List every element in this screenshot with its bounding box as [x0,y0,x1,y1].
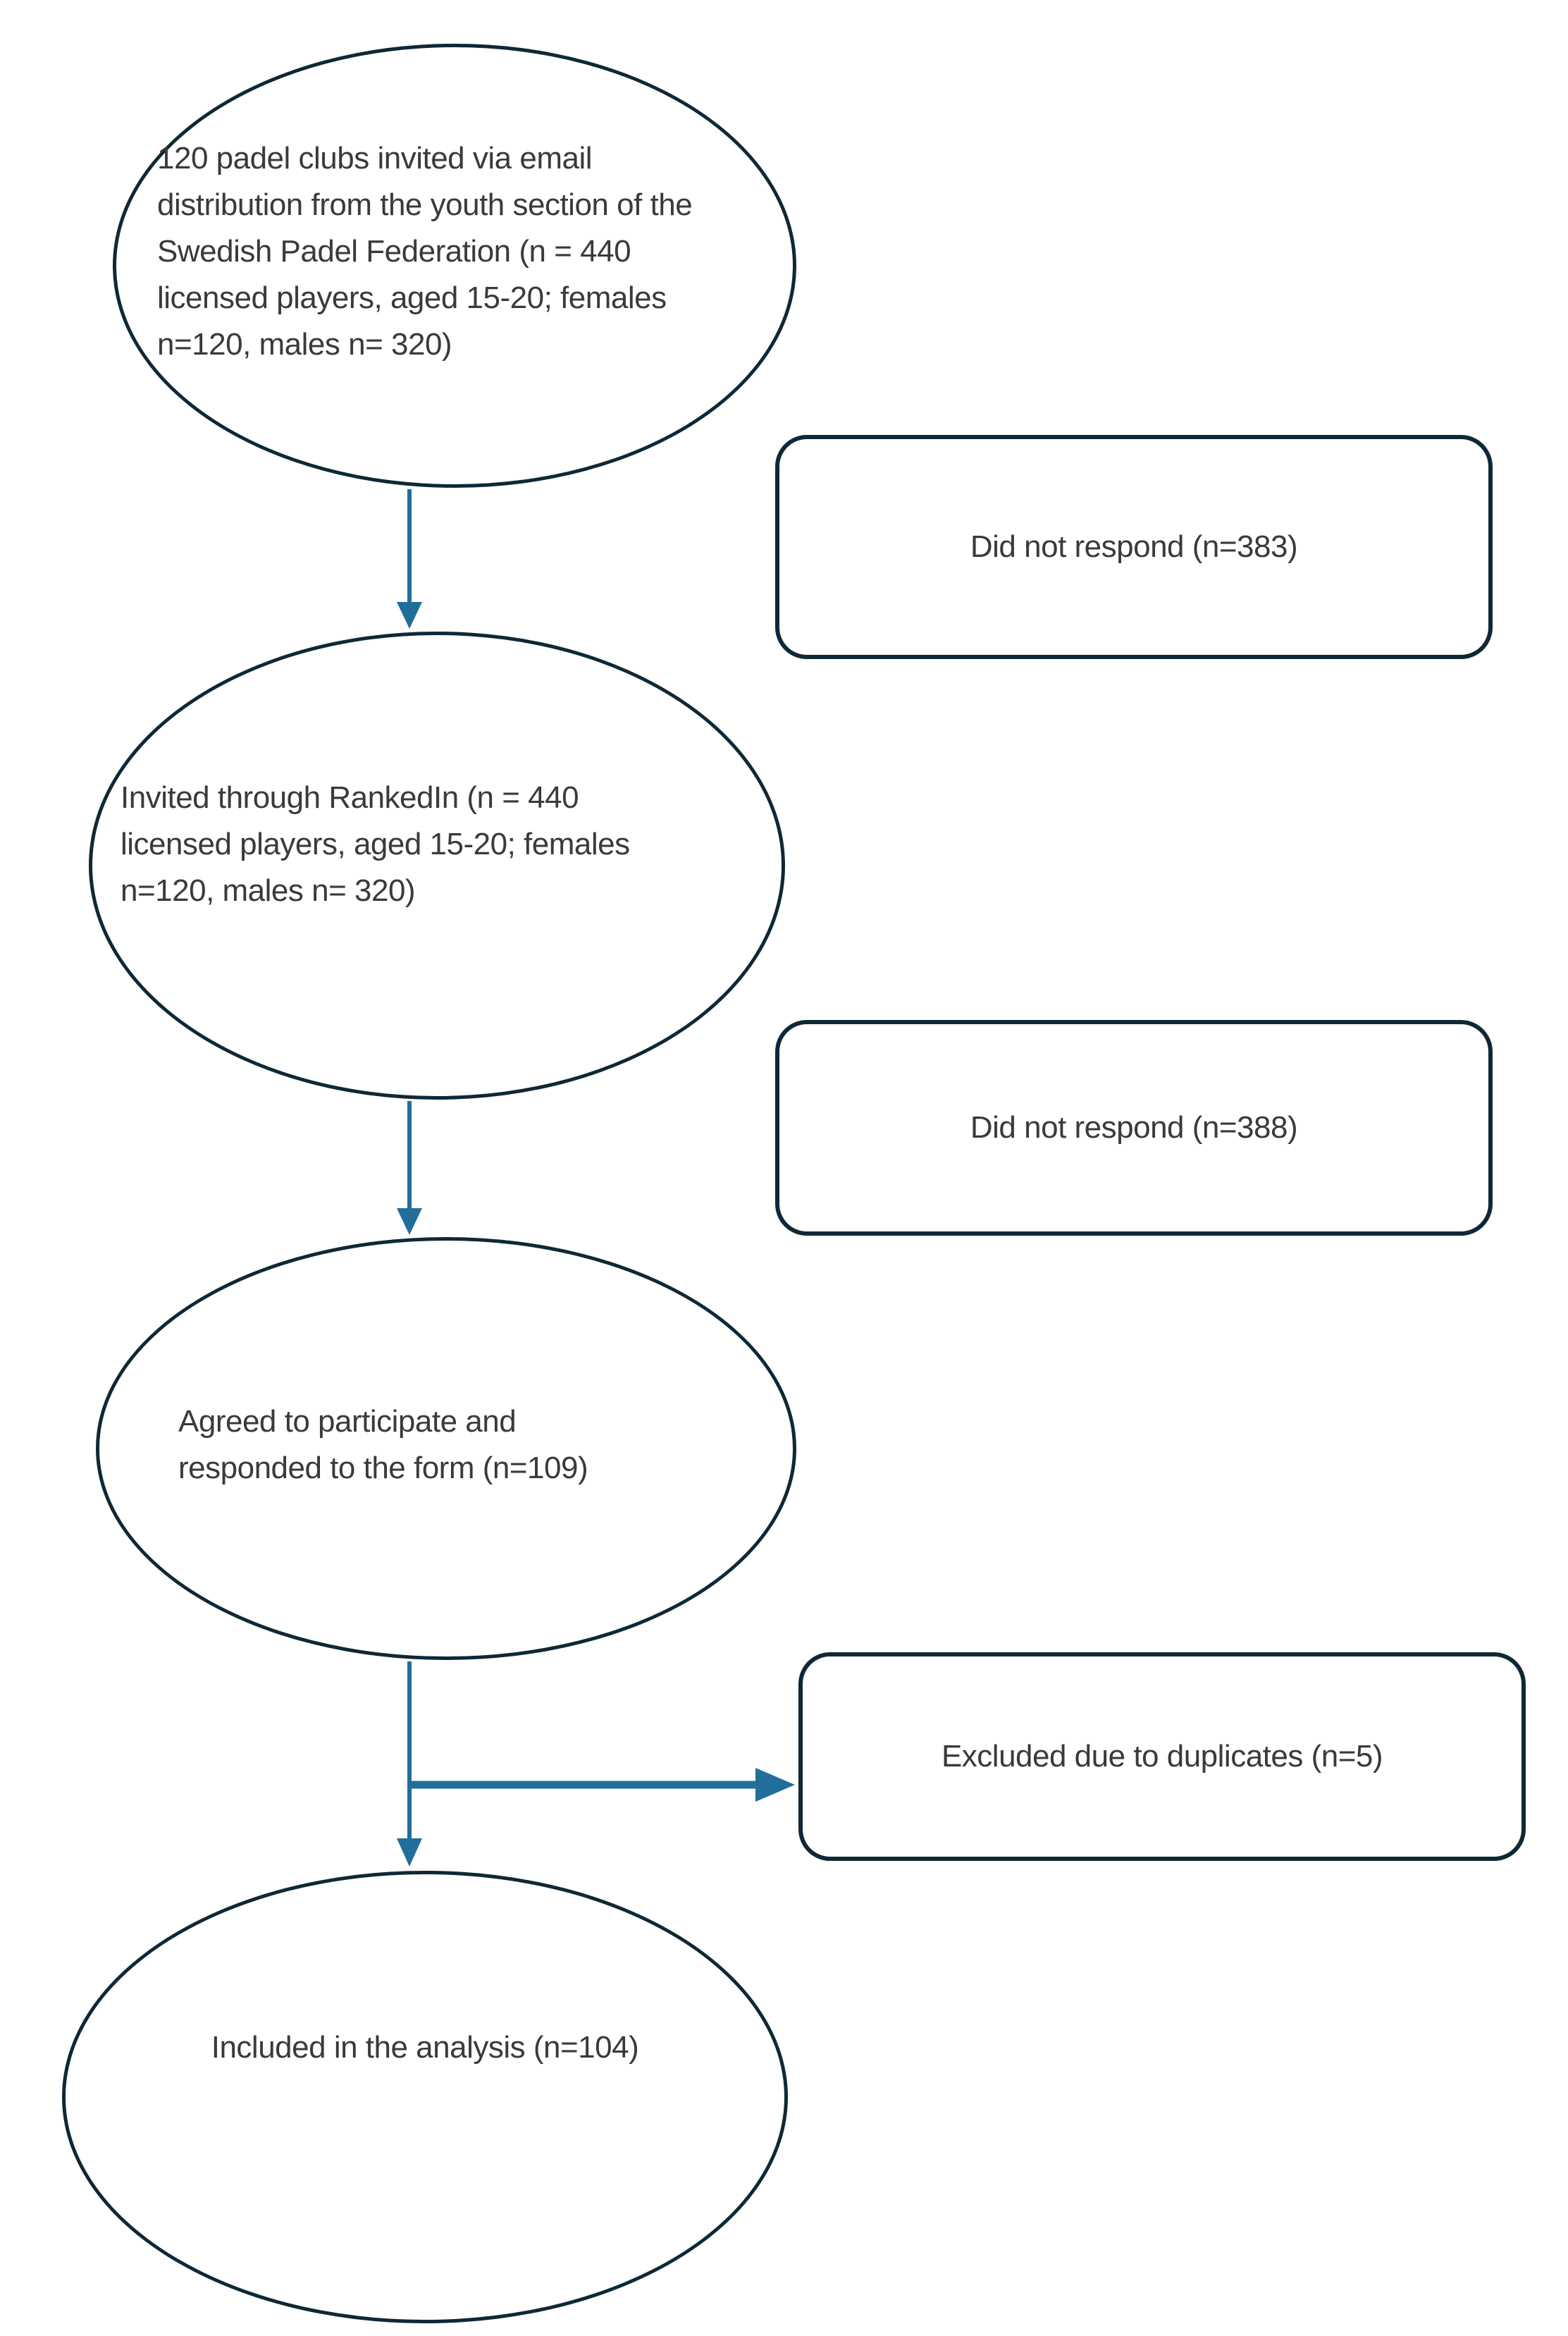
node-agreed-to-participate-label: Agreed to participate and responded to t… [178,1404,588,1485]
arrow-agreed-to-included [397,1661,422,1867]
node-no-response-email-label: Did not respond (n=383) [970,529,1298,564]
node-agreed-to-participate: Agreed to participate and responded to t… [96,1237,796,1660]
arrow-clubs-to-rankedin [397,489,422,629]
node-included-in-analysis: Included in the analysis (n=104) [62,1871,788,2323]
node-excluded-duplicates: Excluded due to duplicates (n=5) [798,1652,1526,1861]
arrow-rankedin-to-agreed [397,1101,422,1235]
node-no-response-rankedin-label: Did not respond (n=388) [970,1110,1298,1145]
node-rankedin-invited: Invited through RankedIn (n = 440 licens… [89,632,785,1100]
node-no-response-email: Did not respond (n=383) [775,435,1493,659]
node-included-in-analysis-label: Included in the analysis (n=104) [211,2030,639,2065]
arrow-agreed-to-excluded [412,1768,795,1802]
node-rankedin-invited-label: Invited through RankedIn (n = 440 licens… [121,780,630,908]
node-clubs-invited-label: 120 padel clubs invited via email distri… [157,141,693,362]
node-excluded-duplicates-label: Excluded due to duplicates (n=5) [941,1739,1383,1773]
node-clubs-invited: 120 padel clubs invited via email distri… [113,44,796,488]
node-no-response-rankedin: Did not respond (n=388) [775,1020,1493,1236]
